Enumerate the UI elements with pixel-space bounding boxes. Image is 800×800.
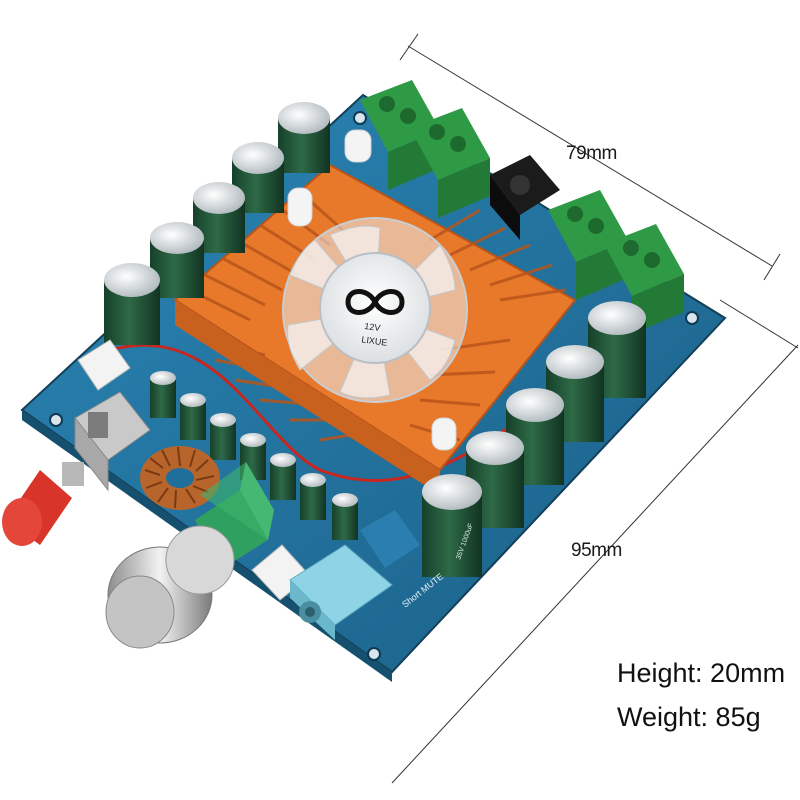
standoffs	[287, 129, 457, 451]
audio-input-jack	[289, 510, 420, 640]
length-dimension-label: 95mm	[571, 540, 622, 561]
capacitor	[278, 102, 330, 173]
length-dim-tick-top	[719, 299, 799, 349]
fan-brand-label: LIXUE	[361, 334, 388, 348]
fan-wire	[109, 343, 521, 482]
height-spec: Height: 20mm	[617, 658, 786, 688]
fan-voltage-label: 12V	[364, 321, 381, 333]
infinity-logo-icon	[345, 289, 405, 315]
cooling-fan: 12V LIXUE	[282, 217, 468, 403]
dc-power-jack	[490, 155, 560, 240]
width-dim-line	[407, 45, 773, 267]
fan-hub	[319, 252, 431, 364]
capacitor	[193, 182, 245, 253]
small-capacitors	[150, 371, 358, 540]
capacitor-row-left	[104, 102, 330, 345]
terminal-block-2	[410, 108, 490, 218]
volume-knob	[105, 462, 274, 649]
capacitor	[104, 263, 160, 345]
toroid-inductor	[140, 446, 220, 510]
width-dimension-label: 79mm	[566, 143, 617, 164]
capacitor-row-right	[422, 301, 646, 577]
speaker-terminals	[360, 80, 684, 334]
dimension-lines	[391, 33, 799, 784]
capacitor	[422, 474, 482, 577]
length-dim-line	[391, 344, 799, 784]
weight-spec: Weight: 85g	[617, 702, 761, 732]
width-dim-tick-top	[399, 33, 419, 61]
width-dim-tick-bottom	[763, 253, 781, 281]
power-switch	[74, 391, 151, 492]
mounting-holes	[49, 111, 699, 661]
red-push-button	[2, 462, 84, 546]
